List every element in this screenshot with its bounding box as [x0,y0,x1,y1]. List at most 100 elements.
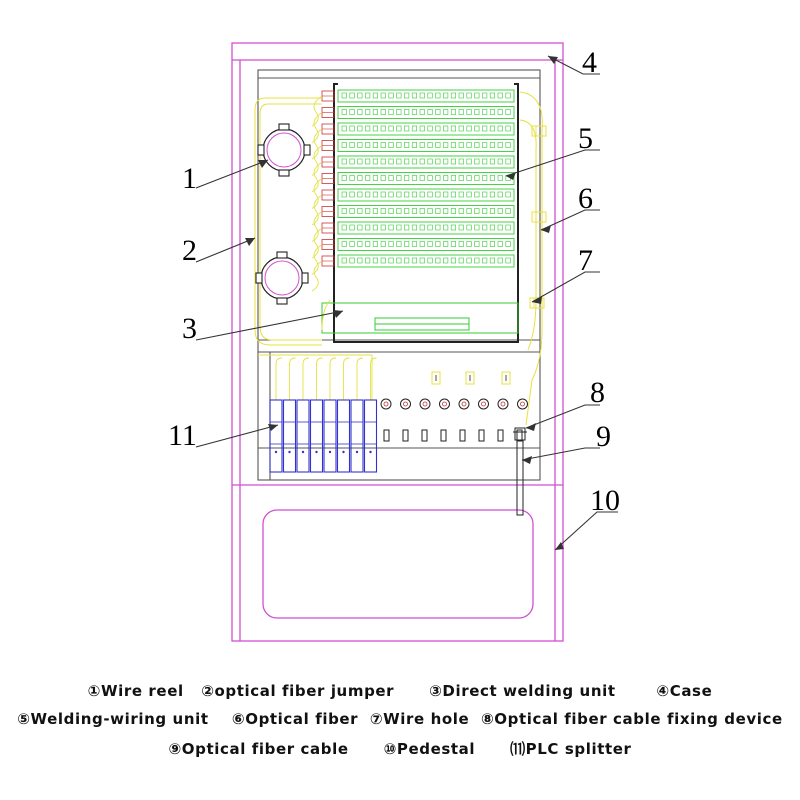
welding-slot [411,125,418,132]
welding-row [337,172,515,185]
welding-slot [396,158,402,165]
legend-row-2: ⑤Welding-wiring unit ⑥Optical fiber ⑦Wir… [0,710,800,728]
plc-splitter-module [323,399,337,473]
jumper-loop [311,260,323,292]
welding-slot [505,109,511,115]
welding-slot [365,142,371,148]
wire-hole-clip [531,125,547,137]
welding-slot [427,125,433,132]
welding-slot [474,191,480,198]
welding-slot [411,142,418,148]
welding-slot [380,125,386,132]
welding-slot [450,125,457,132]
welding-slot [365,191,371,198]
wire-reel-icon [257,123,311,177]
welding-slot [489,175,496,181]
welding-slot [341,142,347,148]
welding-slot [443,125,449,132]
welding-slot [404,175,410,181]
welding-slot [341,125,347,132]
welding-slot [380,191,386,198]
welding-row [337,205,515,218]
fixing-bolt-core [520,401,525,407]
welding-slot [357,257,363,264]
welding-slot [458,175,464,181]
welding-slot [349,241,355,247]
welding-slot [450,158,457,165]
welding-slot [411,92,418,99]
welding-slot [357,191,363,198]
welding-slot [357,109,363,115]
reel-circle [262,128,306,172]
plc-splitter [269,399,378,473]
welding-row [337,89,515,103]
callout-1: 1 [182,162,197,195]
plc-splitter-module [336,399,351,473]
legend-item-welding-wiring-unit: ⑤Welding-wiring unit [17,710,209,728]
welding-slot [505,158,511,165]
optical-fiber-jumper [254,97,331,346]
welding-slot [396,191,402,198]
welding-slot [489,191,496,198]
callout-8: 8 [590,376,605,409]
welding-slot [341,191,347,198]
reel-tab [303,144,311,156]
welding-slot [450,175,457,181]
plc-splitter-module [309,399,324,473]
welding-slot [489,224,496,231]
wire-hole [459,429,466,442]
welding-slot [404,224,410,231]
welding-row [337,188,515,202]
jumper-loop [311,112,323,143]
welding-slot [450,109,457,115]
welding-slot [365,158,371,165]
callout-numbers: 1 2 3 4 5 6 7 8 9 10 11 [168,46,620,517]
welding-slot [404,92,410,99]
welding-slot [497,109,503,115]
welding-slot [466,109,472,115]
legend-item-wire-reel: ①Wire reel [87,682,184,700]
callout-9: 9 [596,420,611,453]
welding-slot [365,125,371,132]
welding-slot [341,158,347,165]
welding-slot [497,224,503,231]
optical-fiber [519,91,543,426]
fixing-bolt-core [500,401,506,407]
welding-slot [419,208,425,214]
welding-slot [450,257,457,264]
welding-slot [380,142,386,148]
welding-slot [505,224,511,231]
welding-slot [458,142,464,148]
legend-item-plc-splitter: ⑾PLC splitter [510,740,632,758]
welding-slot [466,257,472,264]
fixing-bolt-core [481,401,486,407]
welding-slot [482,125,488,132]
welding-slot [474,241,480,247]
cabinet-diagram: 1 2 3 4 5 6 7 8 9 10 11 [168,42,620,642]
callout-2: 2 [182,234,197,267]
welding-slot [443,241,449,247]
welding-slot [497,92,503,99]
welding-slot [466,125,472,132]
welding-slot [443,109,449,115]
reel-tab [255,272,263,284]
fixing-bolt [517,398,528,410]
welding-slot [365,208,371,214]
welding-slot [396,175,402,181]
fixing-bolt [380,398,392,410]
welding-slot [435,142,441,148]
welding-slot [372,208,379,214]
welding-slot [380,92,386,99]
welding-slot [372,142,379,148]
wire-hole [440,429,447,442]
fixing-bolt-core [383,401,389,407]
welding-slot [419,142,425,148]
welding-slot [404,257,410,264]
welding-slot [466,158,472,165]
welding-slot [380,224,386,231]
splitter-dot [315,450,318,454]
welding-slot [365,241,371,247]
welding-slot [474,125,480,132]
welding-slot [450,224,457,231]
welding-unit-frame [333,83,519,343]
